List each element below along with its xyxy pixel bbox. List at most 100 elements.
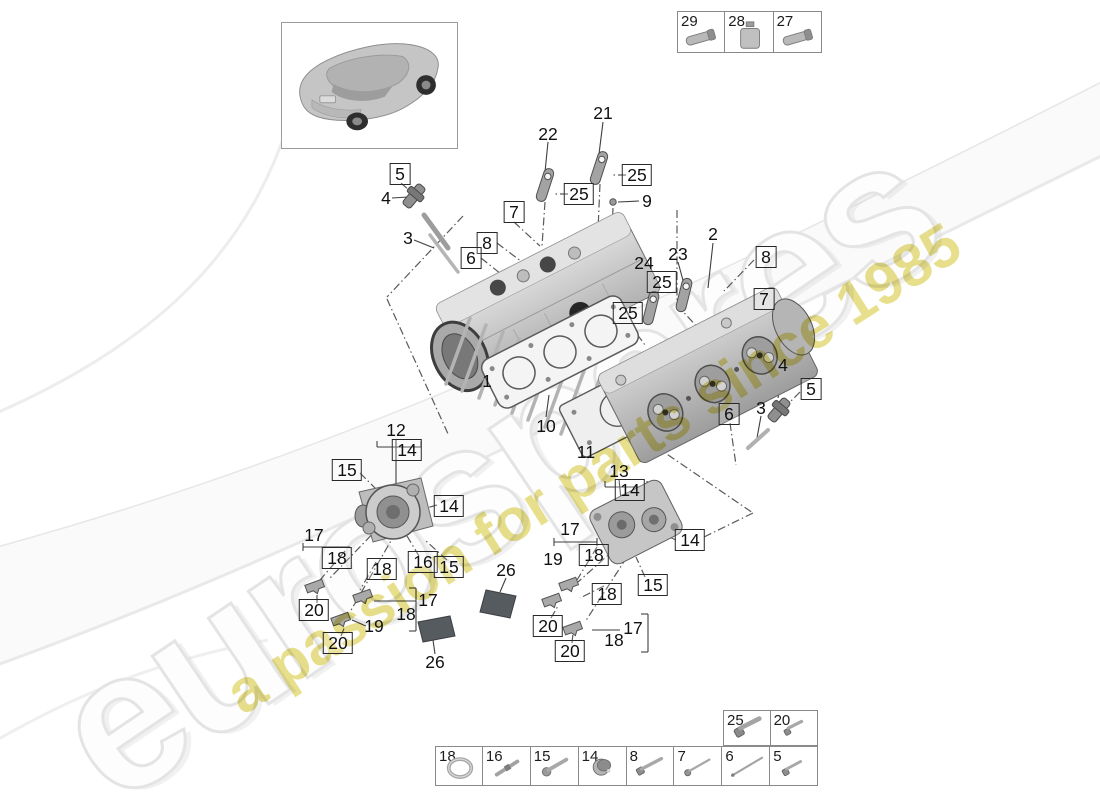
legend-cell-29: 29 — [677, 11, 726, 53]
part-number: 25 — [727, 712, 744, 729]
stud-3-right — [746, 428, 770, 450]
callout-6: 6 — [460, 247, 482, 269]
part-number: 15 — [533, 748, 551, 765]
callout-10: 10 — [536, 416, 556, 436]
callout-8: 8 — [755, 246, 777, 268]
part-number: 6 — [725, 748, 734, 765]
callout-16: 16 — [407, 551, 439, 573]
callout-25: 25 — [646, 271, 678, 293]
callout-18: 18 — [604, 630, 624, 650]
cover-plate-26-right — [479, 589, 517, 619]
callout-14: 14 — [614, 479, 646, 501]
callout-17: 17 — [304, 525, 324, 545]
flange-bolt-icon — [541, 757, 568, 777]
pump-right — [589, 479, 683, 565]
stud-3-left — [421, 212, 451, 251]
part-number: 27 — [776, 13, 794, 30]
stud-3-left2 — [428, 233, 460, 274]
lifting-eye-24 — [642, 290, 660, 326]
callout-20: 20 — [554, 640, 586, 662]
part-number: 8 — [629, 748, 638, 765]
part-number: 20 — [773, 712, 791, 729]
cover-plate-26-bottom — [417, 615, 456, 643]
part-number: 16 — [485, 748, 503, 765]
vacuum-pump-left — [354, 477, 434, 543]
callout-18: 18 — [366, 558, 398, 580]
legend-cell-20: 20 — [770, 710, 819, 746]
part-number: 7 — [677, 748, 686, 765]
small-bolt-icon — [783, 719, 804, 736]
small-screw-icon — [781, 760, 803, 777]
callout-15: 15 — [331, 459, 363, 481]
legend-cell-27: 27 — [773, 11, 822, 53]
head-gasket — [480, 295, 640, 409]
callout-15: 15 — [433, 556, 465, 578]
cylinder-head-right — [598, 286, 818, 464]
legend-cell-6: 6 — [722, 746, 771, 786]
callout-23: 23 — [668, 244, 688, 264]
callout-17: 17 — [560, 519, 580, 539]
callout-14: 14 — [674, 529, 706, 551]
legend-cell-25: 25 — [723, 710, 771, 746]
legend-cell-5: 5 — [770, 746, 819, 786]
callout-12: 12 — [386, 420, 406, 440]
callout-18: 18 — [396, 604, 416, 624]
callout-22: 22 — [538, 124, 558, 144]
camshaft-sensor-left — [402, 183, 426, 209]
cap-bolt-icon — [733, 716, 762, 738]
callout-5: 5 — [389, 163, 411, 185]
cylinder-head-left — [430, 212, 661, 393]
hardware-legend-upper: 25 20 — [723, 710, 819, 746]
callout-4: 4 — [381, 188, 391, 208]
legend-cell-28: 28 — [725, 11, 774, 53]
part-number: 5 — [773, 748, 782, 765]
legend-cell-7: 7 — [674, 746, 723, 786]
legend-cell-14: 14 — [578, 746, 627, 786]
callout-5: 5 — [800, 378, 822, 400]
callout-20: 20 — [322, 632, 354, 654]
callout-3: 3 — [756, 398, 766, 418]
sealant-tube-icon — [782, 28, 813, 46]
callout-3: 3 — [403, 228, 413, 248]
callout-20: 20 — [532, 615, 564, 637]
callout-18: 18 — [321, 547, 353, 569]
long-screw-icon — [684, 758, 711, 777]
legend-cell-18: 18 — [435, 746, 483, 786]
callout-26: 26 — [496, 560, 516, 580]
callout-17: 17 — [418, 590, 438, 610]
callout-20: 20 — [298, 599, 330, 621]
cheese-bolt-icon — [636, 756, 664, 776]
legend-cell-8: 8 — [626, 746, 675, 786]
sealant-bottle-icon — [739, 21, 760, 49]
callout-2: 2 — [708, 224, 718, 244]
vehicle-thumbnail — [281, 22, 458, 149]
callout-24: 24 — [634, 253, 654, 273]
callout-13: 13 — [609, 461, 629, 481]
callout-18: 18 — [591, 583, 623, 605]
callout-25: 25 — [621, 164, 653, 186]
legend-cell-15: 15 — [530, 746, 579, 786]
sealant-tube-icon — [686, 28, 717, 46]
callout-15: 15 — [637, 574, 669, 596]
callout-7: 7 — [753, 288, 775, 310]
leader-lines — [302, 121, 801, 655]
part-number: 29 — [681, 13, 698, 30]
callout-7: 7 — [503, 201, 525, 223]
callout-18: 18 — [578, 544, 610, 566]
callout-17: 17 — [623, 618, 643, 638]
callout-6: 6 — [718, 403, 740, 425]
callout-9: 9 — [642, 191, 652, 211]
part-number: 14 — [581, 748, 599, 765]
callout-25: 25 — [563, 183, 595, 205]
camshaft-sensor-right — [767, 397, 791, 423]
legend-cell-16: 16 — [482, 746, 531, 786]
bolt-9 — [609, 198, 617, 206]
lifting-eye-22 — [535, 168, 555, 202]
sealing-cap-icon — [592, 758, 611, 776]
callout-26: 26 — [425, 652, 445, 672]
o-ring-icon — [446, 757, 474, 779]
